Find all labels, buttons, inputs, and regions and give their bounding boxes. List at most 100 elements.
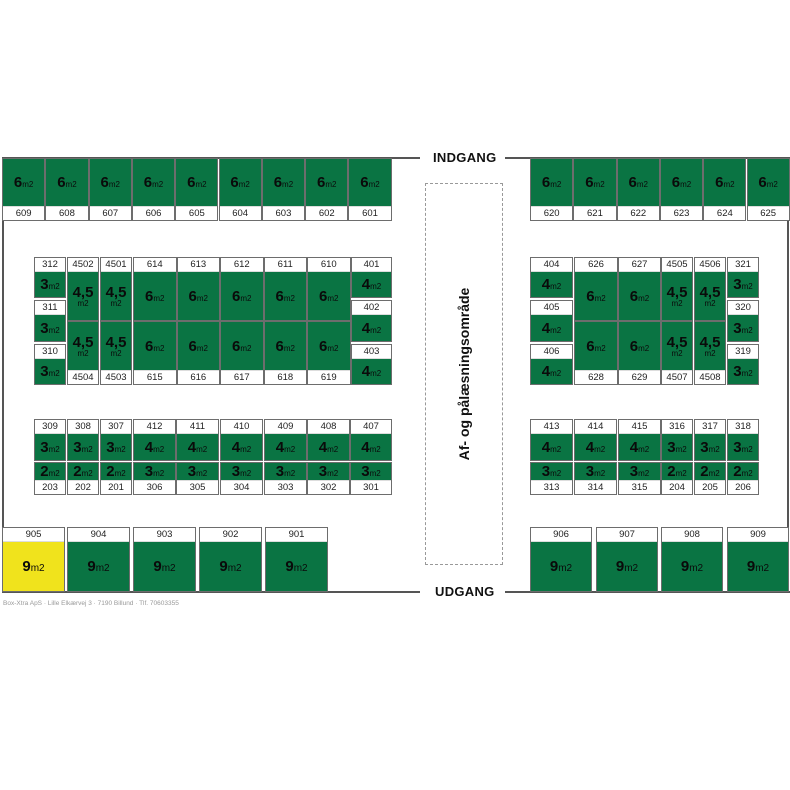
unit-size-unit: m2: [227, 563, 242, 574]
unit-size-unit: m2: [723, 180, 735, 189]
unit-size-unit: m2: [95, 563, 110, 574]
unit-size-unit: m2: [284, 444, 296, 454]
unit-size-unit: m2: [368, 180, 380, 189]
unit-size-unit: m2: [675, 444, 687, 454]
unit-size-unit: m2: [370, 325, 382, 335]
unit-size-unit: m2: [741, 369, 753, 378]
unit-size-value: 6: [143, 174, 153, 191]
